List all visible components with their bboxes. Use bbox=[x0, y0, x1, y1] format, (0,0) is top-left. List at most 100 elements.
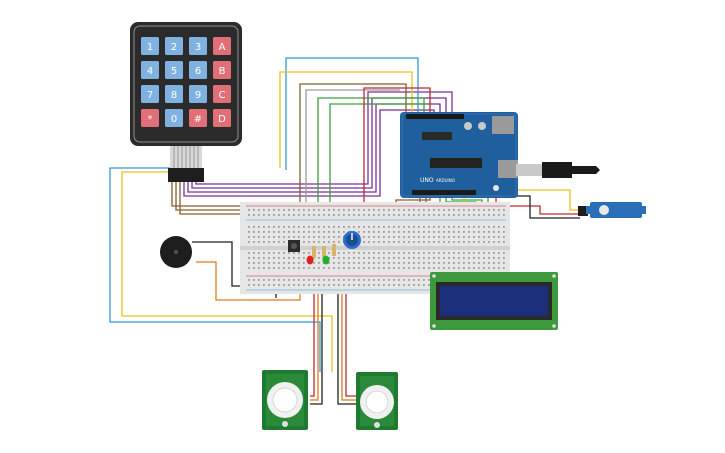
breadboard-hole[interactable] bbox=[438, 262, 440, 264]
breadboard-hole[interactable] bbox=[448, 226, 450, 228]
breadboard-hole[interactable] bbox=[338, 284, 340, 286]
breadboard-hole[interactable] bbox=[338, 241, 340, 243]
resistor-1[interactable] bbox=[312, 246, 316, 258]
breadboard-hole[interactable] bbox=[368, 236, 370, 238]
breadboard-hole[interactable] bbox=[323, 209, 325, 211]
breadboard-hole[interactable] bbox=[448, 241, 450, 243]
keypad-key-3-3[interactable] bbox=[213, 109, 231, 127]
breadboard-hole[interactable] bbox=[383, 262, 385, 264]
breadboard-hole[interactable] bbox=[503, 252, 505, 254]
breadboard-hole[interactable] bbox=[413, 214, 415, 216]
analog-power-header[interactable] bbox=[412, 190, 476, 195]
breadboard-hole[interactable] bbox=[273, 284, 275, 286]
breadboard-hole[interactable] bbox=[418, 252, 420, 254]
breadboard-hole[interactable] bbox=[353, 257, 355, 259]
breadboard-hole[interactable] bbox=[453, 236, 455, 238]
wire-keypad-2[interactable] bbox=[121, 171, 333, 372]
breadboard-hole[interactable] bbox=[373, 262, 375, 264]
breadboard-hole[interactable] bbox=[333, 257, 335, 259]
breadboard-hole[interactable] bbox=[378, 236, 380, 238]
breadboard-hole[interactable] bbox=[503, 209, 505, 211]
breadboard-hole[interactable] bbox=[263, 214, 265, 216]
breadboard-hole[interactable] bbox=[433, 226, 435, 228]
breadboard-hole[interactable] bbox=[443, 236, 445, 238]
breadboard-hole[interactable] bbox=[273, 226, 275, 228]
breadboard-hole[interactable] bbox=[468, 252, 470, 254]
breadboard-hole[interactable] bbox=[318, 267, 320, 269]
breadboard-hole[interactable] bbox=[473, 209, 475, 211]
breadboard-hole[interactable] bbox=[348, 209, 350, 211]
breadboard-hole[interactable] bbox=[318, 279, 320, 281]
breadboard-hole[interactable] bbox=[468, 214, 470, 216]
breadboard-hole[interactable] bbox=[443, 209, 445, 211]
breadboard-hole[interactable] bbox=[368, 279, 370, 281]
breadboard-hole[interactable] bbox=[373, 252, 375, 254]
breadboard-hole[interactable] bbox=[483, 262, 485, 264]
breadboard-hole[interactable] bbox=[453, 226, 455, 228]
breadboard-hole[interactable] bbox=[398, 267, 400, 269]
breadboard-hole[interactable] bbox=[378, 209, 380, 211]
breadboard-hole[interactable] bbox=[303, 241, 305, 243]
breadboard-hole[interactable] bbox=[248, 214, 250, 216]
breadboard-hole[interactable] bbox=[308, 214, 310, 216]
breadboard-hole[interactable] bbox=[248, 284, 250, 286]
breadboard-hole[interactable] bbox=[253, 241, 255, 243]
breadboard-hole[interactable] bbox=[393, 279, 395, 281]
breadboard-hole[interactable] bbox=[483, 241, 485, 243]
breadboard-hole[interactable] bbox=[338, 209, 340, 211]
breadboard-hole[interactable] bbox=[353, 267, 355, 269]
breadboard-hole[interactable] bbox=[258, 267, 260, 269]
breadboard-hole[interactable] bbox=[483, 257, 485, 259]
breadboard-hole[interactable] bbox=[448, 267, 450, 269]
breadboard-hole[interactable] bbox=[293, 214, 295, 216]
breadboard-hole[interactable] bbox=[248, 226, 250, 228]
breadboard-hole[interactable] bbox=[448, 262, 450, 264]
potentiometer[interactable] bbox=[343, 231, 361, 249]
breadboard-hole[interactable] bbox=[273, 241, 275, 243]
breadboard-hole[interactable] bbox=[378, 284, 380, 286]
breadboard-hole[interactable] bbox=[303, 267, 305, 269]
breadboard-hole[interactable] bbox=[503, 262, 505, 264]
breadboard-hole[interactable] bbox=[258, 236, 260, 238]
breadboard-hole[interactable] bbox=[328, 214, 330, 216]
breadboard-hole[interactable] bbox=[338, 257, 340, 259]
breadboard-hole[interactable] bbox=[478, 209, 480, 211]
breadboard-hole[interactable] bbox=[503, 236, 505, 238]
breadboard-hole[interactable] bbox=[343, 209, 345, 211]
breadboard-hole[interactable] bbox=[353, 214, 355, 216]
breadboard-hole[interactable] bbox=[323, 279, 325, 281]
breadboard-hole[interactable] bbox=[388, 257, 390, 259]
breadboard-hole[interactable] bbox=[373, 284, 375, 286]
breadboard-hole[interactable] bbox=[473, 252, 475, 254]
breadboard-hole[interactable] bbox=[473, 241, 475, 243]
breadboard-hole[interactable] bbox=[418, 284, 420, 286]
breadboard-hole[interactable] bbox=[288, 231, 290, 233]
keypad-key-0-0[interactable] bbox=[141, 37, 159, 55]
breadboard-hole[interactable] bbox=[293, 209, 295, 211]
breadboard-hole[interactable] bbox=[503, 257, 505, 259]
breadboard-hole[interactable] bbox=[483, 226, 485, 228]
breadboard-hole[interactable] bbox=[293, 226, 295, 228]
breadboard-hole[interactable] bbox=[393, 214, 395, 216]
breadboard-hole[interactable] bbox=[418, 214, 420, 216]
breadboard-hole[interactable] bbox=[443, 252, 445, 254]
breadboard-hole[interactable] bbox=[268, 257, 270, 259]
breadboard-hole[interactable] bbox=[383, 252, 385, 254]
breadboard-hole[interactable] bbox=[353, 226, 355, 228]
breadboard-hole[interactable] bbox=[393, 267, 395, 269]
breadboard-hole[interactable] bbox=[328, 209, 330, 211]
breadboard-hole[interactable] bbox=[343, 262, 345, 264]
breadboard-hole[interactable] bbox=[288, 262, 290, 264]
breadboard-hole[interactable] bbox=[283, 262, 285, 264]
breadboard-hole[interactable] bbox=[363, 252, 365, 254]
usb-cable[interactable] bbox=[516, 162, 600, 178]
breadboard-hole[interactable] bbox=[488, 231, 490, 233]
breadboard-hole[interactable] bbox=[283, 257, 285, 259]
breadboard-hole[interactable] bbox=[418, 226, 420, 228]
resistors[interactable] bbox=[312, 244, 336, 258]
breadboard-hole[interactable] bbox=[433, 236, 435, 238]
breadboard-hole[interactable] bbox=[408, 257, 410, 259]
breadboard-hole[interactable] bbox=[373, 231, 375, 233]
breadboard-hole[interactable] bbox=[368, 262, 370, 264]
